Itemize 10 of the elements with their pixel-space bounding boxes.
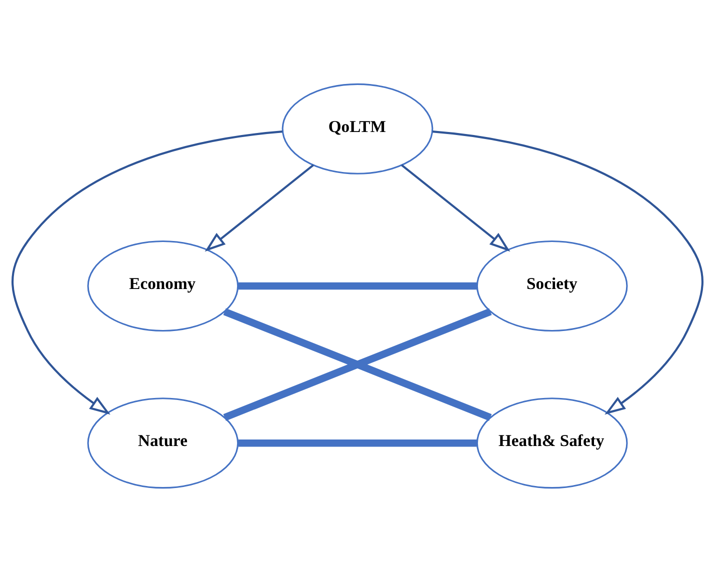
node-ellipse: Economy	[87, 240, 239, 332]
connector	[238, 282, 477, 290]
arrow	[401, 164, 510, 252]
node-ellipse: QoLTM	[282, 82, 434, 174]
arrow	[204, 164, 314, 252]
arrow	[12, 130, 282, 414]
node-ellipse: Society	[476, 240, 628, 332]
connector	[223, 308, 492, 420]
arrow	[432, 130, 704, 414]
connector	[238, 438, 477, 446]
